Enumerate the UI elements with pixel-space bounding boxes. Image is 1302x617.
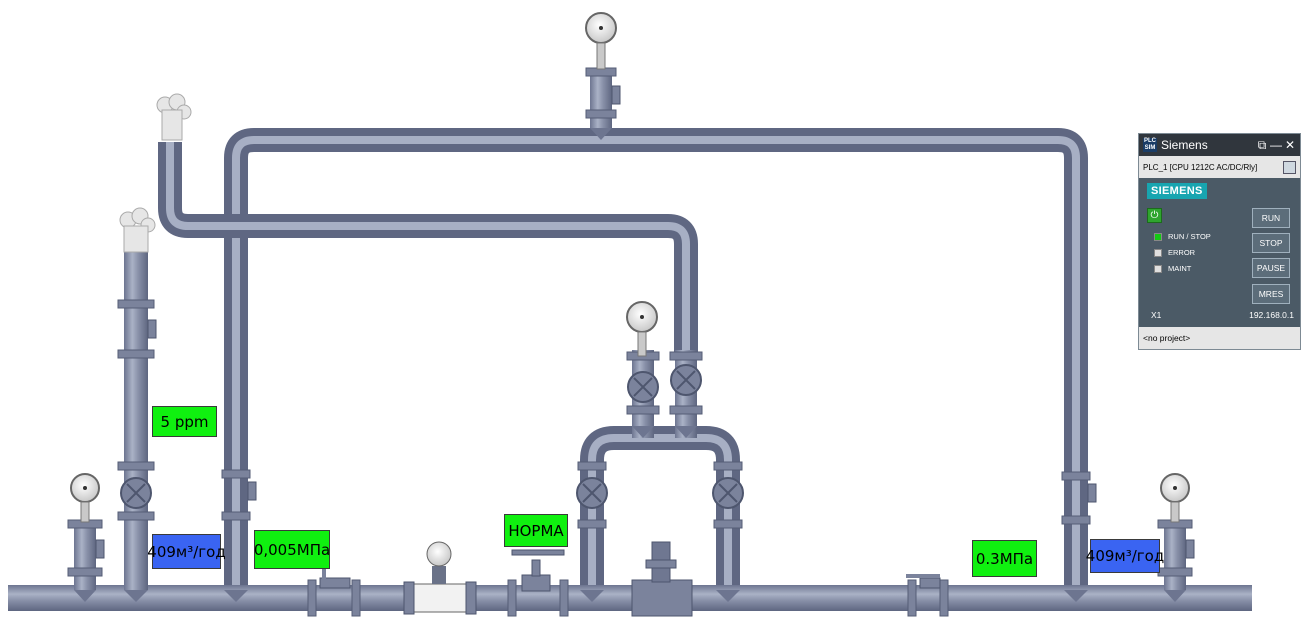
stop-button[interactable]: STOP [1252, 233, 1290, 253]
pressure-left-tag: 0,005МПа [254, 530, 330, 569]
restore-icon[interactable]: ⧉ [1257, 137, 1267, 152]
siemens-logo: SIEMENS [1147, 183, 1207, 199]
led-label: RUN / STOP [1168, 232, 1211, 241]
main-pipe [8, 585, 1252, 611]
pause-button[interactable]: PAUSE [1252, 258, 1290, 278]
project-status: <no project> [1139, 327, 1300, 349]
flow-left-tag: 409м³/год [147, 534, 226, 569]
gate-valve [511, 549, 565, 592]
close-icon[interactable]: ✕ [1284, 138, 1296, 152]
flanges [67, 67, 1193, 617]
led-indicator [1154, 264, 1162, 273]
pipe-network [158, 128, 1088, 590]
gas-concentration-tag: 5 ppm [152, 406, 217, 437]
power-icon[interactable]: ⏻ [1147, 208, 1162, 223]
plc-cpu-bar: PLC_1 [CPU 1212C AC/DC/Rly] [1139, 156, 1300, 178]
status-tag: НОРМА [504, 514, 568, 547]
plc-cpu-label: PLC_1 [CPU 1212C AC/DC/Rly] [1143, 162, 1258, 172]
minimize-icon[interactable]: — [1270, 138, 1282, 152]
pressure-gauges [70, 12, 1190, 523]
led-indicator [1154, 232, 1162, 241]
led-error: ERROR [1154, 248, 1195, 257]
ball-valves [319, 566, 941, 589]
vent-smoke [119, 93, 192, 253]
port-label: X1 [1151, 310, 1162, 320]
run-button[interactable]: RUN [1252, 208, 1290, 228]
led-label: ERROR [1168, 248, 1196, 257]
pressure-right-tag: 0.3МПа [972, 540, 1037, 577]
side-taps [95, 85, 1195, 559]
pipe-ends [74, 128, 1186, 602]
led-indicator [1154, 248, 1162, 257]
led-label: MAINT [1168, 264, 1192, 273]
config-icon[interactable] [1283, 160, 1296, 174]
flow-right-tag: 409м³/год [1086, 539, 1164, 573]
led-maint: MAINT [1154, 264, 1191, 273]
plc-title: Siemens [1161, 138, 1208, 152]
ip-address: 192.168.0.1 [1249, 310, 1294, 320]
mres-button[interactable]: MRES [1252, 284, 1290, 304]
flow-meter [403, 541, 477, 615]
led-run-stop: RUN / STOP [1154, 232, 1211, 241]
pressure-regulator [631, 541, 693, 617]
hand-valves [120, 364, 744, 509]
